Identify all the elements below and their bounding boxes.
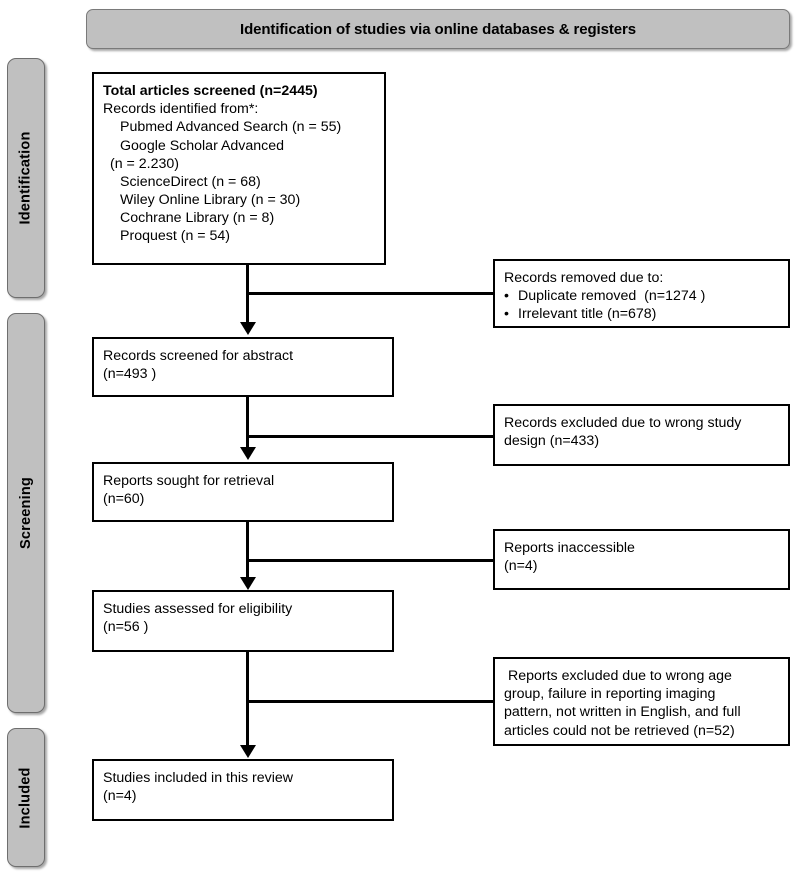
box-line: design (n=433): [504, 433, 600, 450]
connector-branch-3: [246, 559, 495, 563]
box-identification-records: Total articles screened (n=2445) Records…: [92, 72, 386, 265]
connector-vertical-2: [246, 397, 250, 447]
connector-arrowhead-4: [239, 745, 256, 758]
phase-banner-identification: Identification of studies via online dat…: [86, 9, 790, 49]
box-line: (n=60): [103, 491, 145, 508]
box-reports-sought: Reports sought for retrieval (n=60): [92, 462, 394, 522]
box-line: Studies assessed for eligibility: [103, 601, 293, 617]
box-line: Cochrane Library (n = 8): [120, 210, 275, 227]
box-line: Records excluded due to wrong study: [504, 415, 742, 431]
box-line: Google Scholar Advanced: [120, 137, 285, 154]
box-line: Duplicate removed (n=1274 ): [518, 288, 706, 305]
box-bullet-item: • Irrelevant title (n=678): [504, 305, 779, 323]
box-line: (n=56 ): [103, 619, 149, 636]
box-records-screened: Records screened for abstract (n=493 ): [92, 337, 394, 397]
side-tab-identification: Identification: [7, 58, 45, 298]
box-line: Reports excluded due to wrong age: [504, 668, 732, 684]
box-line: Studies included in this review: [103, 770, 294, 786]
bullet-dot: •: [504, 288, 509, 305]
connector-vertical-4: [246, 652, 250, 745]
box-line: Records identified from*:: [103, 101, 259, 118]
box-records-removed: Records removed due to: • Duplicate remo…: [493, 259, 790, 328]
side-tab-screening: Screening: [7, 313, 45, 713]
box-line: group, failure in reporting imaging: [504, 686, 716, 703]
phase-banner-label: Identification of studies via online dat…: [240, 20, 636, 38]
box-line: Proquest (n = 54): [120, 228, 231, 245]
box-line: pattern, not written in English, and ful…: [504, 704, 741, 721]
box-studies-assessed: Studies assessed for eligibility (n=56 ): [92, 590, 394, 652]
box-line: (n=4): [504, 558, 538, 575]
box-line: ScienceDirect (n = 68): [120, 173, 261, 190]
bullet-dot: •: [504, 306, 509, 323]
connector-arrowhead-2: [239, 447, 256, 460]
box-line: Irrelevant title (n=678): [518, 306, 657, 323]
box-line: Records removed due to:: [504, 270, 664, 286]
box-line: (n=493 ): [103, 366, 157, 383]
connector-branch-4: [246, 700, 495, 704]
box-line: articles could not be retrieved (n=52): [504, 722, 735, 739]
side-tab-identification-label: Identification: [18, 131, 34, 225]
side-tab-screening-label: Screening: [18, 477, 35, 549]
side-tab-included: Included: [7, 728, 45, 867]
box-bullet-item: • Duplicate removed (n=1274 ): [504, 287, 779, 305]
box-studies-included: Studies included in this review (n=4): [92, 759, 394, 821]
box-line: Total articles screened (n=2445): [103, 83, 318, 99]
box-line: Pubmed Advanced Search (n = 55): [120, 119, 342, 136]
connector-vertical-3: [246, 522, 250, 577]
connector-branch-2: [246, 435, 495, 439]
box-records-excluded-design: Records excluded due to wrong study desi…: [493, 404, 790, 466]
box-reports-inaccessible: Reports inaccessible (n=4): [493, 529, 790, 590]
connector-arrowhead-3: [239, 577, 256, 590]
box-line: Wiley Online Library (n = 30): [120, 192, 301, 209]
box-reports-excluded-age: Reports excluded due to wrong age group,…: [493, 657, 790, 746]
box-line: Records screened for abstract: [103, 348, 294, 364]
box-line: (n=4): [103, 788, 137, 805]
box-line: Reports sought for retrieval: [103, 473, 275, 489]
box-line: (n = 2.230): [110, 155, 180, 172]
side-tab-included-label: Included: [18, 766, 34, 829]
connector-arrowhead-1: [239, 322, 256, 335]
box-line: Reports inaccessible: [504, 540, 635, 556]
connector-branch-1: [246, 292, 495, 296]
